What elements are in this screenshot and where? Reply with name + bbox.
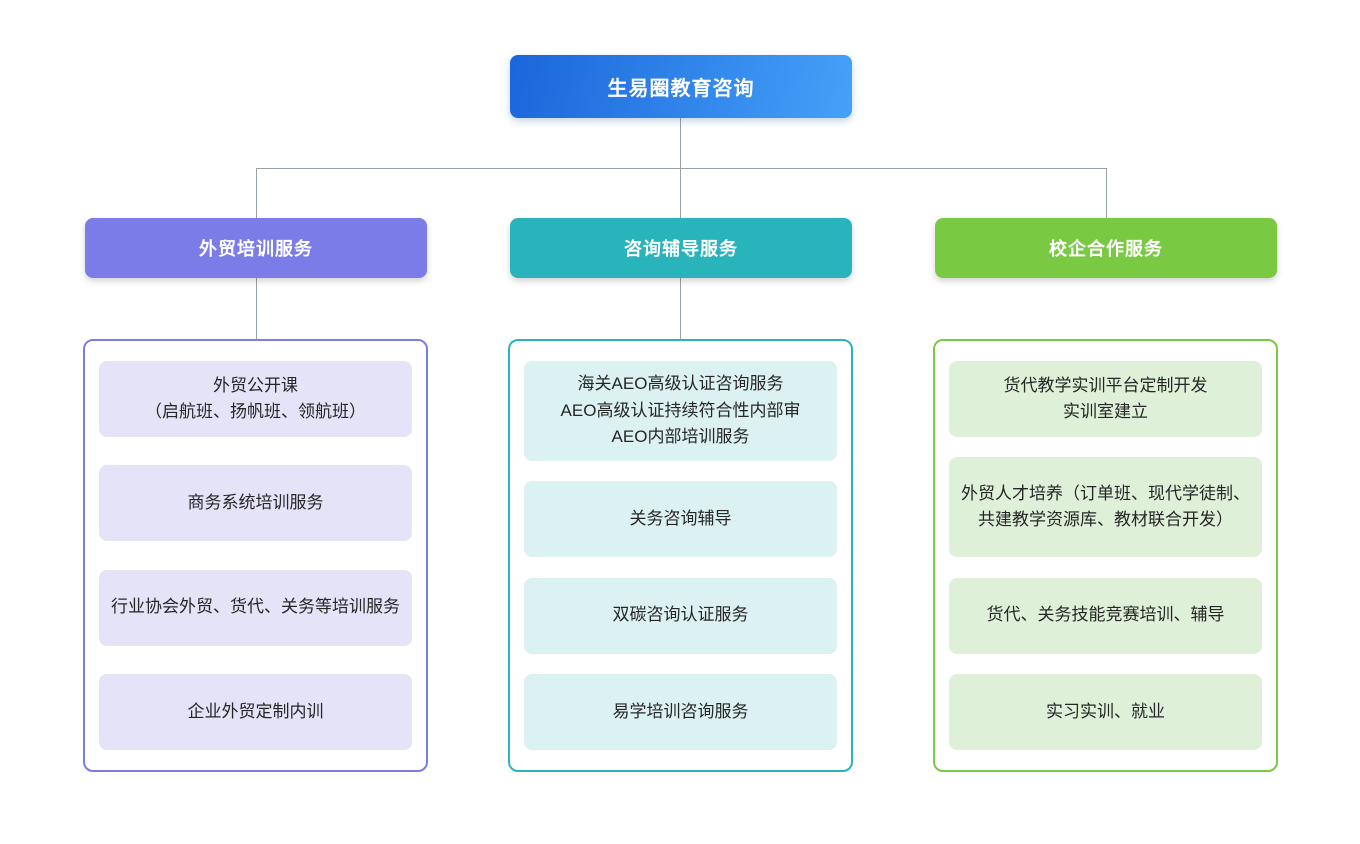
- service-group-consulting-coaching: 海关AEO高级认证咨询服务 AEO高级认证持续符合性内部审 AEO内部培训服务 …: [508, 339, 853, 772]
- service-item: 海关AEO高级认证咨询服务 AEO高级认证持续符合性内部审 AEO内部培训服务: [524, 361, 837, 461]
- connector-drop-branch-3: [1106, 168, 1107, 219]
- branch-header-consulting-coaching: 咨询辅导服务: [510, 218, 852, 278]
- root-node: 生易圈教育咨询: [510, 55, 852, 118]
- connector-horizontal-bus: [256, 168, 1106, 169]
- service-item: 行业协会外贸、货代、关务等培训服务: [99, 569, 412, 646]
- connector-drop-branch-1: [256, 168, 257, 219]
- root-node-label: 生易圈教育咨询: [607, 78, 755, 100]
- connector-root-drop: [680, 118, 681, 168]
- branch-header-school-enterprise-cooperation: 校企合作服务: [935, 218, 1277, 278]
- service-item: 货代、关务技能竞赛培训、辅导: [949, 577, 1262, 654]
- service-item: 实习实训、就业: [949, 673, 1262, 750]
- connector-branch-2-container: [680, 278, 681, 340]
- service-item: 外贸公开课 （启航班、扬帆班、领航班）: [99, 361, 412, 437]
- service-group-foreign-trade-training: 外贸公开课 （启航班、扬帆班、领航班） 商务系统培训服务 行业协会外贸、货代、关…: [83, 339, 428, 772]
- service-item: 货代教学实训平台定制开发 实训室建立: [949, 361, 1262, 437]
- service-item: 企业外贸定制内训: [99, 673, 412, 750]
- service-item: 双碳咨询认证服务: [524, 577, 837, 654]
- service-item: 外贸人才培养（订单班、现代学徒制、共建教学资源库、教材联合开发）: [949, 457, 1262, 558]
- branch-header-label: 咨询辅导服务: [624, 239, 738, 259]
- service-group-school-enterprise-cooperation: 货代教学实训平台定制开发 实训室建立 外贸人才培养（订单班、现代学徒制、共建教学…: [933, 339, 1278, 772]
- branch-header-label: 外贸培训服务: [199, 239, 313, 259]
- service-item: 关务咨询辅导: [524, 481, 837, 558]
- connector-drop-branch-2: [680, 168, 681, 219]
- service-item: 商务系统培训服务: [99, 465, 412, 542]
- connector-branch-1-container: [256, 278, 257, 340]
- branch-header-foreign-trade-training: 外贸培训服务: [85, 218, 427, 278]
- branch-header-label: 校企合作服务: [1049, 239, 1163, 259]
- service-item: 易学培训咨询服务: [524, 673, 837, 750]
